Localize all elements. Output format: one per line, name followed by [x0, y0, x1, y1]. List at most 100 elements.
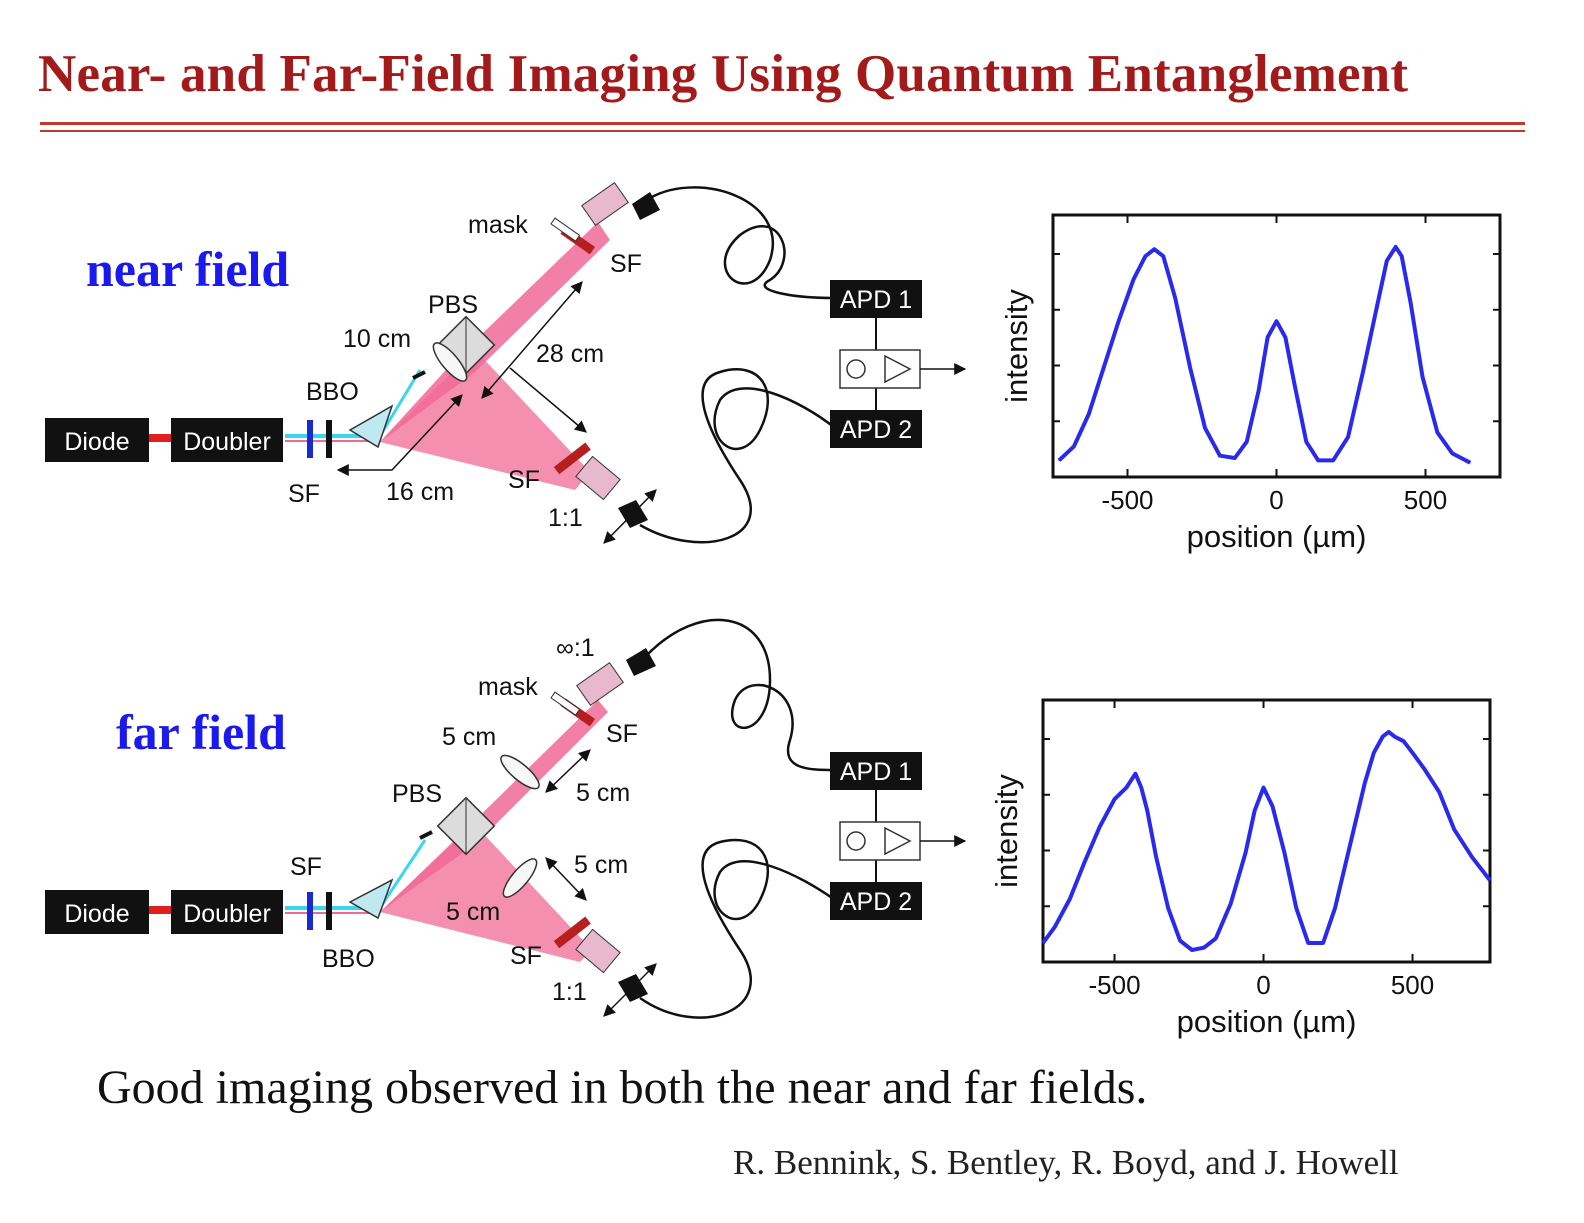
data-point — [1271, 805, 1273, 807]
coupler-top — [576, 662, 624, 706]
svg-text:APD 2: APD 2 — [840, 416, 912, 444]
data-point — [1362, 371, 1364, 373]
sf-bottom-label: SF — [508, 466, 540, 494]
ratio-bottom-label: 1:1 — [548, 504, 583, 532]
data-point — [1174, 297, 1176, 299]
lens — [432, 342, 468, 382]
data-point — [1305, 441, 1307, 443]
far-field-label: far field — [116, 704, 286, 760]
blue-filter — [307, 420, 313, 458]
data-point — [1451, 452, 1453, 454]
data-point — [1245, 852, 1247, 854]
y-axis-label: intensity — [999, 289, 1034, 403]
svg-text:APD 1: APD 1 — [840, 286, 912, 314]
data-point — [1293, 383, 1295, 385]
mask-top — [550, 691, 581, 716]
dim-top — [545, 749, 591, 793]
svg-text:Diode: Diode — [64, 900, 129, 928]
bbo-crystal — [326, 420, 332, 458]
data-point — [1254, 810, 1256, 812]
data-point — [1155, 856, 1157, 858]
ratio-top-label: ∞:1 — [556, 634, 595, 662]
data-point — [1438, 791, 1440, 793]
data-point — [1469, 462, 1471, 464]
data-point — [1489, 879, 1491, 881]
intensity-curve — [1057, 244, 1472, 465]
title-rule-top — [40, 122, 1525, 125]
coupler-top — [581, 182, 629, 226]
data-point — [1423, 768, 1425, 770]
data-point — [1332, 459, 1334, 461]
data-point — [1283, 852, 1285, 854]
bbo-label: BBO — [322, 945, 375, 973]
translation-arrow — [603, 963, 657, 1017]
data-point — [1258, 390, 1260, 392]
data-point — [1276, 320, 1277, 322]
data-point — [1403, 740, 1405, 742]
coupler-bottom — [575, 928, 621, 974]
data-point — [1364, 782, 1366, 784]
data-point — [1401, 255, 1403, 257]
data-point — [1322, 942, 1324, 944]
sf-bottom-filter — [553, 442, 591, 475]
data-point — [1204, 427, 1206, 429]
data-point — [1334, 907, 1336, 909]
lens-bottom — [502, 858, 538, 898]
data-point — [1132, 278, 1134, 280]
mask-label: mask — [468, 211, 528, 239]
bbo-crystal — [326, 892, 332, 930]
translation-arrow — [603, 489, 657, 544]
pbs-label: PBS — [428, 291, 478, 319]
data-point — [1471, 856, 1473, 858]
doubler-box: Doubler — [171, 418, 283, 462]
data-point — [1179, 940, 1181, 942]
y-axis-label: intensity — [989, 774, 1024, 888]
coincidence-counter — [839, 318, 967, 410]
caption: Good imaging observed in both the near a… — [97, 1061, 1148, 1114]
svg-text:Doubler: Doubler — [183, 900, 271, 928]
data-point — [1410, 302, 1412, 304]
data-point — [1099, 826, 1101, 828]
apd2-box: APD 2 — [830, 410, 922, 448]
data-point — [1388, 731, 1390, 733]
lens-distance-label: 10 cm — [343, 325, 411, 353]
data-point — [1134, 773, 1136, 775]
data-point — [1084, 861, 1086, 863]
beam-lower — [380, 355, 590, 490]
data-point — [1347, 436, 1349, 438]
data-point — [1125, 787, 1127, 789]
dim-28cm — [481, 281, 583, 399]
data-point — [1295, 907, 1297, 909]
svg-text:APD 1: APD 1 — [840, 758, 912, 786]
data-point — [1246, 441, 1248, 443]
x-tick-label: 500 — [1391, 970, 1434, 1000]
data-point — [1088, 413, 1090, 415]
data-point — [1317, 459, 1319, 461]
prism — [348, 878, 394, 920]
data-point — [1284, 336, 1286, 338]
ratio-bottom-label: 1:1 — [552, 978, 587, 1006]
blue-filter — [307, 892, 313, 930]
x-tick-label: 0 — [1269, 485, 1283, 515]
data-point — [1422, 376, 1424, 378]
data-point — [1377, 302, 1379, 304]
apd2-box: APD 2 — [830, 882, 922, 920]
data-point — [1215, 937, 1217, 939]
data-point — [1103, 367, 1105, 369]
lens-top — [500, 754, 540, 790]
data-point — [1162, 255, 1164, 257]
data-point — [1058, 459, 1060, 461]
data-point — [1203, 947, 1205, 949]
sf-top-label: SF — [606, 720, 638, 748]
sf-left-label: SF — [288, 480, 320, 508]
bbo-label: BBO — [306, 378, 359, 406]
diode-box: Diode — [45, 890, 149, 934]
data-point — [1267, 336, 1269, 338]
data-point — [1395, 246, 1397, 248]
author-credit: R. Bennink, S. Bentley, R. Boyd, and J. … — [733, 1143, 1399, 1182]
data-point — [1307, 942, 1309, 944]
